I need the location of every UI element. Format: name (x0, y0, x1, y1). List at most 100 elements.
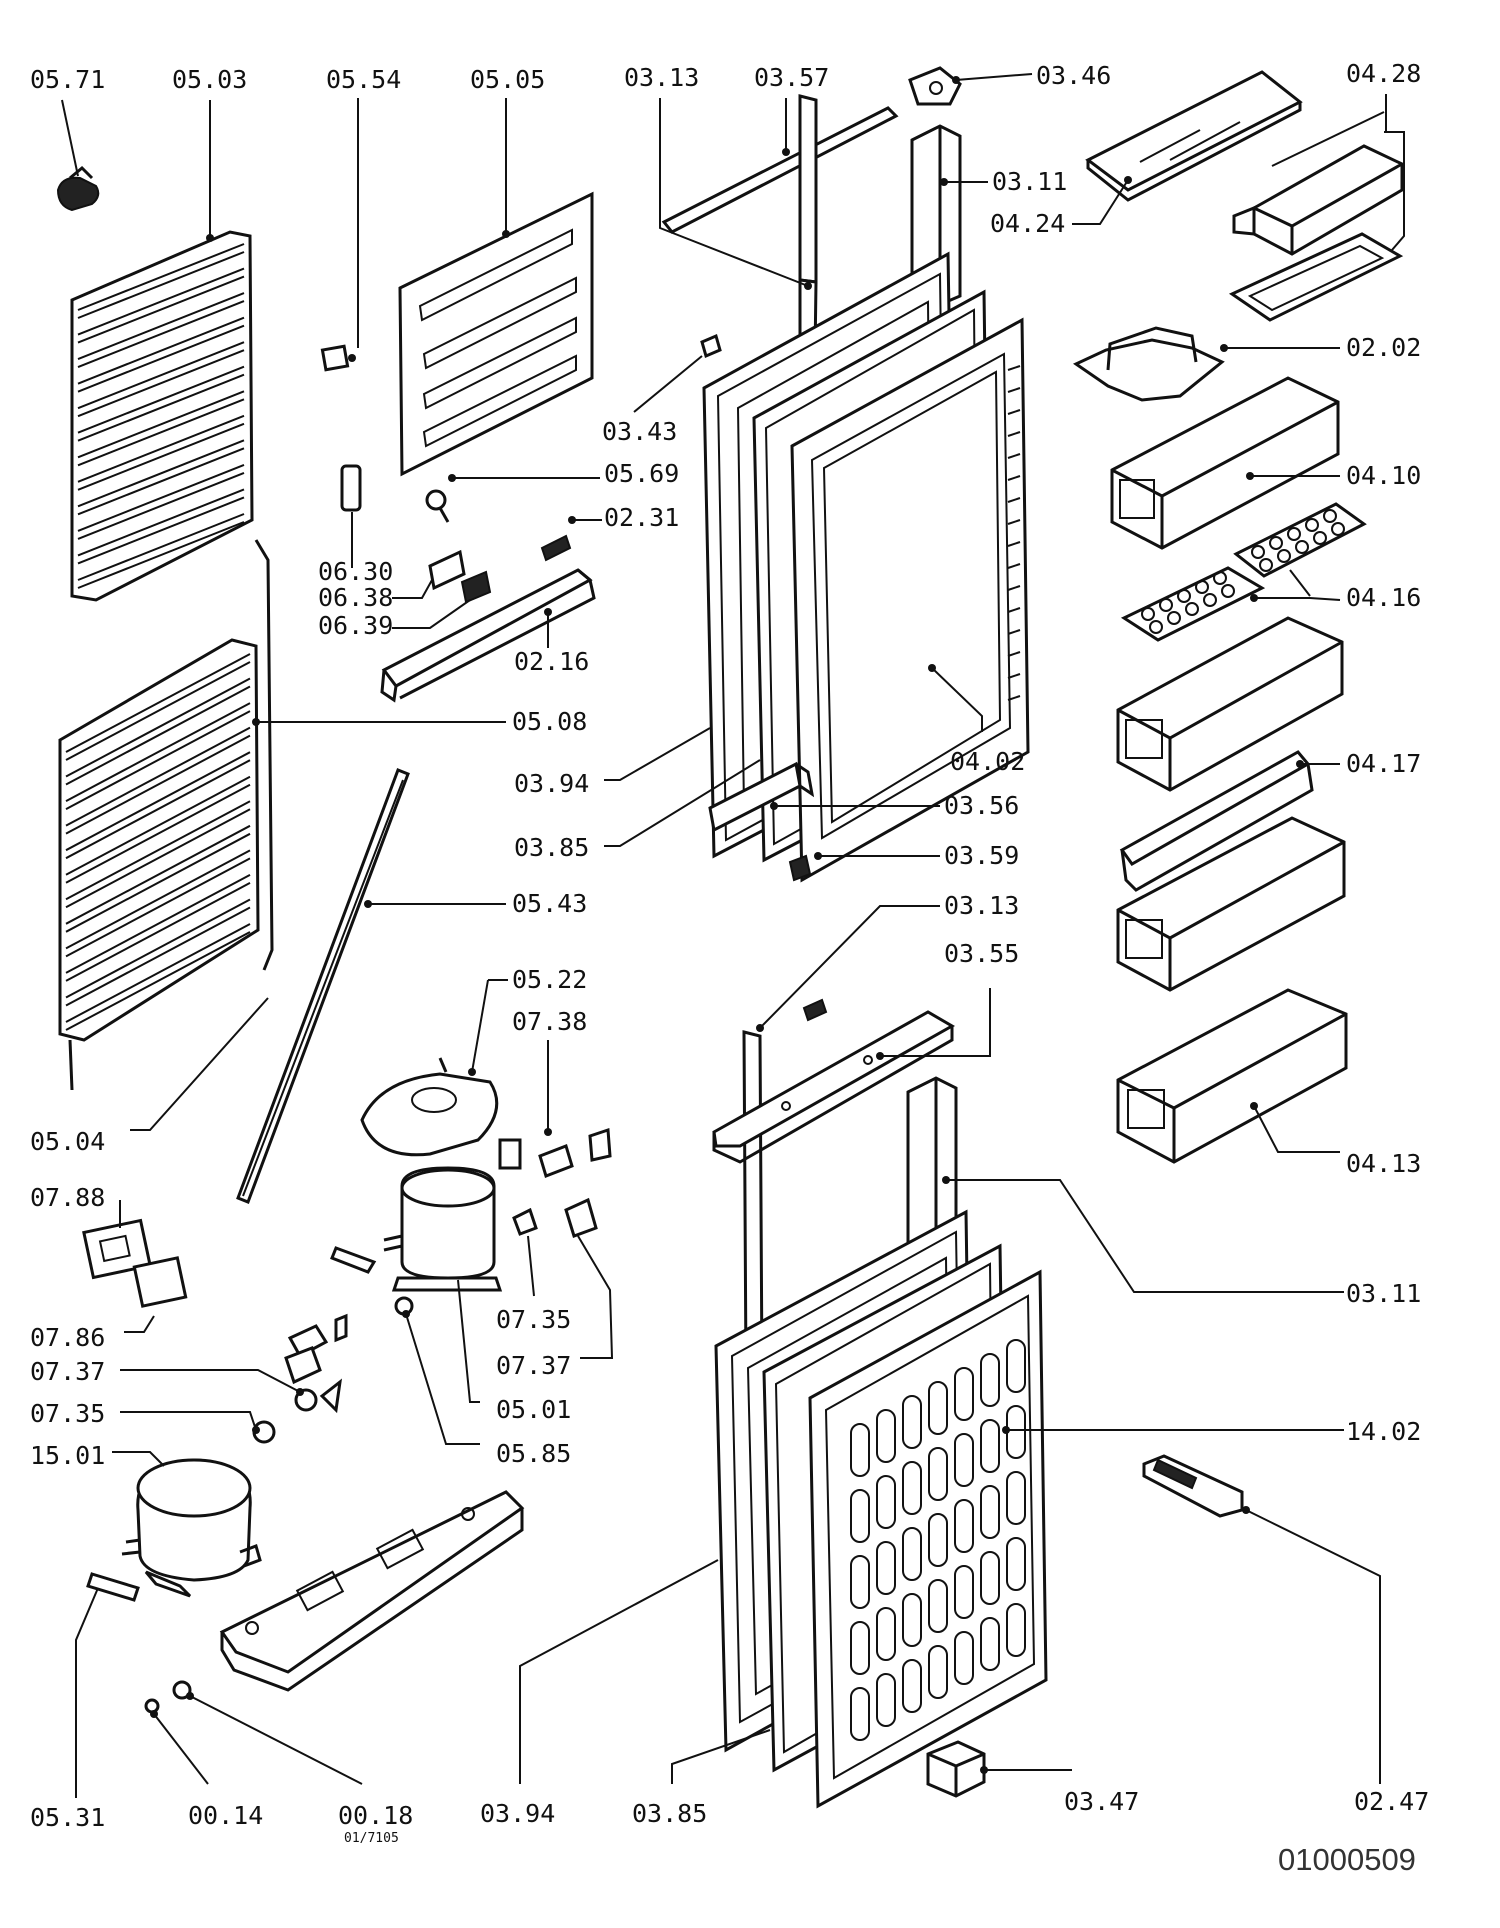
part-0356-bottom-bar (708, 761, 940, 833)
part-bracket-strip (287, 1246, 377, 1359)
part-1501-compressor (112, 1451, 262, 1598)
part-1402-lower-liner (808, 1269, 1344, 1809)
label-0347: 03.47 (1064, 1787, 1139, 1816)
label-0313-upper: 03.13 (624, 63, 699, 92)
part-0416-egg-trays (1120, 502, 1367, 642)
label-0501: 05.01 (496, 1395, 571, 1424)
label-0543: 05.43 (512, 889, 587, 918)
part-0202-lamp-cover (1072, 326, 1340, 402)
part-0417-door-shelf (1116, 616, 1344, 792)
part-0417-lower-shelf (1116, 816, 1346, 992)
label-0359: 03.59 (944, 841, 1019, 870)
label-0014: 00.14 (188, 1801, 263, 1830)
leaders-left (130, 721, 506, 1131)
leaders-right (1271, 111, 1385, 167)
label-0503: 05.03 (172, 65, 247, 94)
label-0402: 04.02 (950, 747, 1025, 776)
part-0735-0737-terminals (512, 1197, 614, 1359)
label-0737-middle: 07.37 (496, 1351, 571, 1380)
part-0505-evaporator-plate (398, 98, 594, 477)
label-0735-middle: 07.35 (496, 1305, 571, 1334)
label-0639: 06.39 (318, 611, 393, 640)
part-0630-knob (340, 464, 362, 568)
label-0508: 05.08 (512, 707, 587, 736)
part-0424-shelf-cover (1072, 70, 1303, 225)
label-0231: 02.31 (604, 503, 679, 532)
label-0311-lower: 03.11 (1346, 1279, 1421, 1308)
part-base-rail (219, 1490, 525, 1692)
label-0428: 04.28 (1346, 59, 1421, 88)
label-0571: 05.71 (30, 65, 105, 94)
part-0417-rail (1119, 750, 1340, 892)
drawing-number: 01000509 (1278, 1842, 1416, 1877)
part-0357-strip (661, 98, 899, 234)
part-0355-crossbar (712, 988, 991, 1164)
part-0359-latch (788, 854, 940, 882)
part-0738-relay (498, 1040, 612, 1178)
part-0531-strap (75, 1572, 140, 1798)
label-0385-lower: 03.85 (632, 1799, 707, 1828)
part-0737-0735-lower (120, 1346, 343, 1444)
label-0311-upper: 03.11 (992, 167, 1067, 196)
label-0638: 06.38 (318, 583, 393, 612)
part-0788-0786-relay (82, 1200, 188, 1333)
label-0786: 07.86 (30, 1323, 105, 1352)
label-0410: 04.10 (1346, 461, 1421, 490)
label-0356: 03.56 (944, 791, 1019, 820)
part-0503-condenser-upper (70, 100, 254, 602)
label-0394-lower: 03.94 (480, 1799, 555, 1828)
label-0554: 05.54 (326, 65, 401, 94)
label-0735-left: 07.35 (30, 1399, 105, 1428)
part-0343-catch (633, 333, 722, 413)
label-0346: 03.46 (1036, 61, 1111, 90)
part-0402-upper-liner (790, 317, 1030, 883)
label-1402: 14.02 (1346, 1417, 1421, 1446)
part-0410-door-shelf (1110, 376, 1340, 550)
label-0202: 02.02 (1346, 333, 1421, 362)
label-0343: 03.43 (602, 417, 677, 446)
label-0505: 05.05 (470, 65, 545, 94)
label-0424: 04.24 (990, 209, 1065, 238)
label-0630: 06.30 (318, 557, 393, 586)
label-0522: 05.22 (512, 965, 587, 994)
label-0738: 07.38 (512, 1007, 587, 1036)
label-0788: 07.88 (30, 1183, 105, 1212)
part-0501-compressor (383, 1166, 503, 1403)
leaders-centre (519, 727, 771, 1784)
label-0355: 03.55 (944, 939, 1019, 968)
part-0231-clip (540, 519, 602, 562)
label-0531: 05.31 (30, 1803, 105, 1832)
label-0416: 04.16 (1346, 583, 1421, 612)
part-0014-0018-fasteners (144, 1680, 363, 1785)
label-0385-upper: 03.85 (514, 833, 589, 862)
part-labels: 05.71 05.03 05.54 05.05 03.13 03.57 03.4… (30, 59, 1429, 1877)
part-0347-hinge-block (926, 1740, 1072, 1798)
part-0569-screw (425, 477, 600, 523)
sheet-code: 01/7105 (344, 1831, 399, 1846)
label-0569: 05.69 (604, 459, 679, 488)
part-0346-hinge (908, 66, 1033, 106)
label-0504: 05.04 (30, 1127, 105, 1156)
label-0313-lower: 03.13 (944, 891, 1019, 920)
part-0428-drawer (1228, 94, 1405, 322)
label-0018: 00.18 (338, 1801, 413, 1830)
leader-dots (150, 76, 1304, 1774)
part-0543-strip (236, 768, 410, 1204)
label-0247: 02.47 (1354, 1787, 1429, 1816)
label-0394-upper: 03.94 (514, 769, 589, 798)
label-0216: 02.16 (514, 647, 589, 676)
part-0216-channel (380, 568, 596, 703)
label-0585: 05.85 (496, 1439, 571, 1468)
part-0571-valve (56, 99, 100, 212)
label-0357: 03.57 (754, 63, 829, 92)
part-0413-bottle-shelf (1116, 988, 1348, 1164)
part-0247-switch (1142, 1454, 1381, 1784)
part-0554-pad (320, 98, 359, 372)
part-0508-condenser-lower (58, 539, 274, 1091)
label-0737-left: 07.37 (30, 1357, 105, 1386)
part-clip-lower (802, 998, 828, 1022)
part-0638-0639-brackets (392, 549, 492, 629)
label-0413: 04.13 (1346, 1149, 1421, 1178)
label-1501: 15.01 (30, 1441, 105, 1470)
